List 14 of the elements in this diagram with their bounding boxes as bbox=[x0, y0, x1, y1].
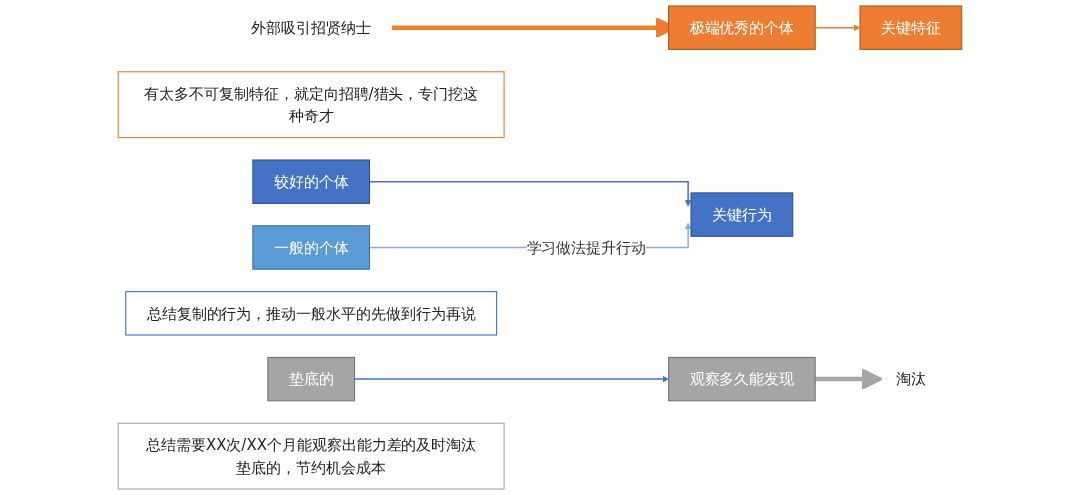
node-box: 极端优秀的个体 bbox=[668, 5, 816, 50]
node-box: 总结复制的行为，推动一般水平的先做到行为再说 bbox=[125, 291, 498, 336]
node-box: 观察多久能发现 bbox=[668, 356, 816, 402]
node-box: 垫底的 bbox=[267, 356, 356, 402]
node-box: 较好的个体 bbox=[252, 159, 371, 204]
node-box: 一般的个体 bbox=[252, 225, 371, 270]
node-text: 外部吸引招贤纳士 bbox=[251, 18, 372, 37]
node-text: 淘汰 bbox=[895, 370, 926, 389]
node-box: 总结需要XX次/XX个月能观察出能力差的及时淘汰垫底的，节约机会成本 bbox=[117, 422, 505, 490]
node-box: 关键特征 bbox=[859, 5, 963, 50]
node-box: 关键行为 bbox=[690, 192, 794, 237]
node-box: 有太多不可复制特征，就定向招聘/猎头，专门挖这种奇才 bbox=[117, 71, 505, 139]
edge-label: 学习做法提升行动 bbox=[526, 238, 647, 257]
arrow bbox=[815, 368, 883, 390]
